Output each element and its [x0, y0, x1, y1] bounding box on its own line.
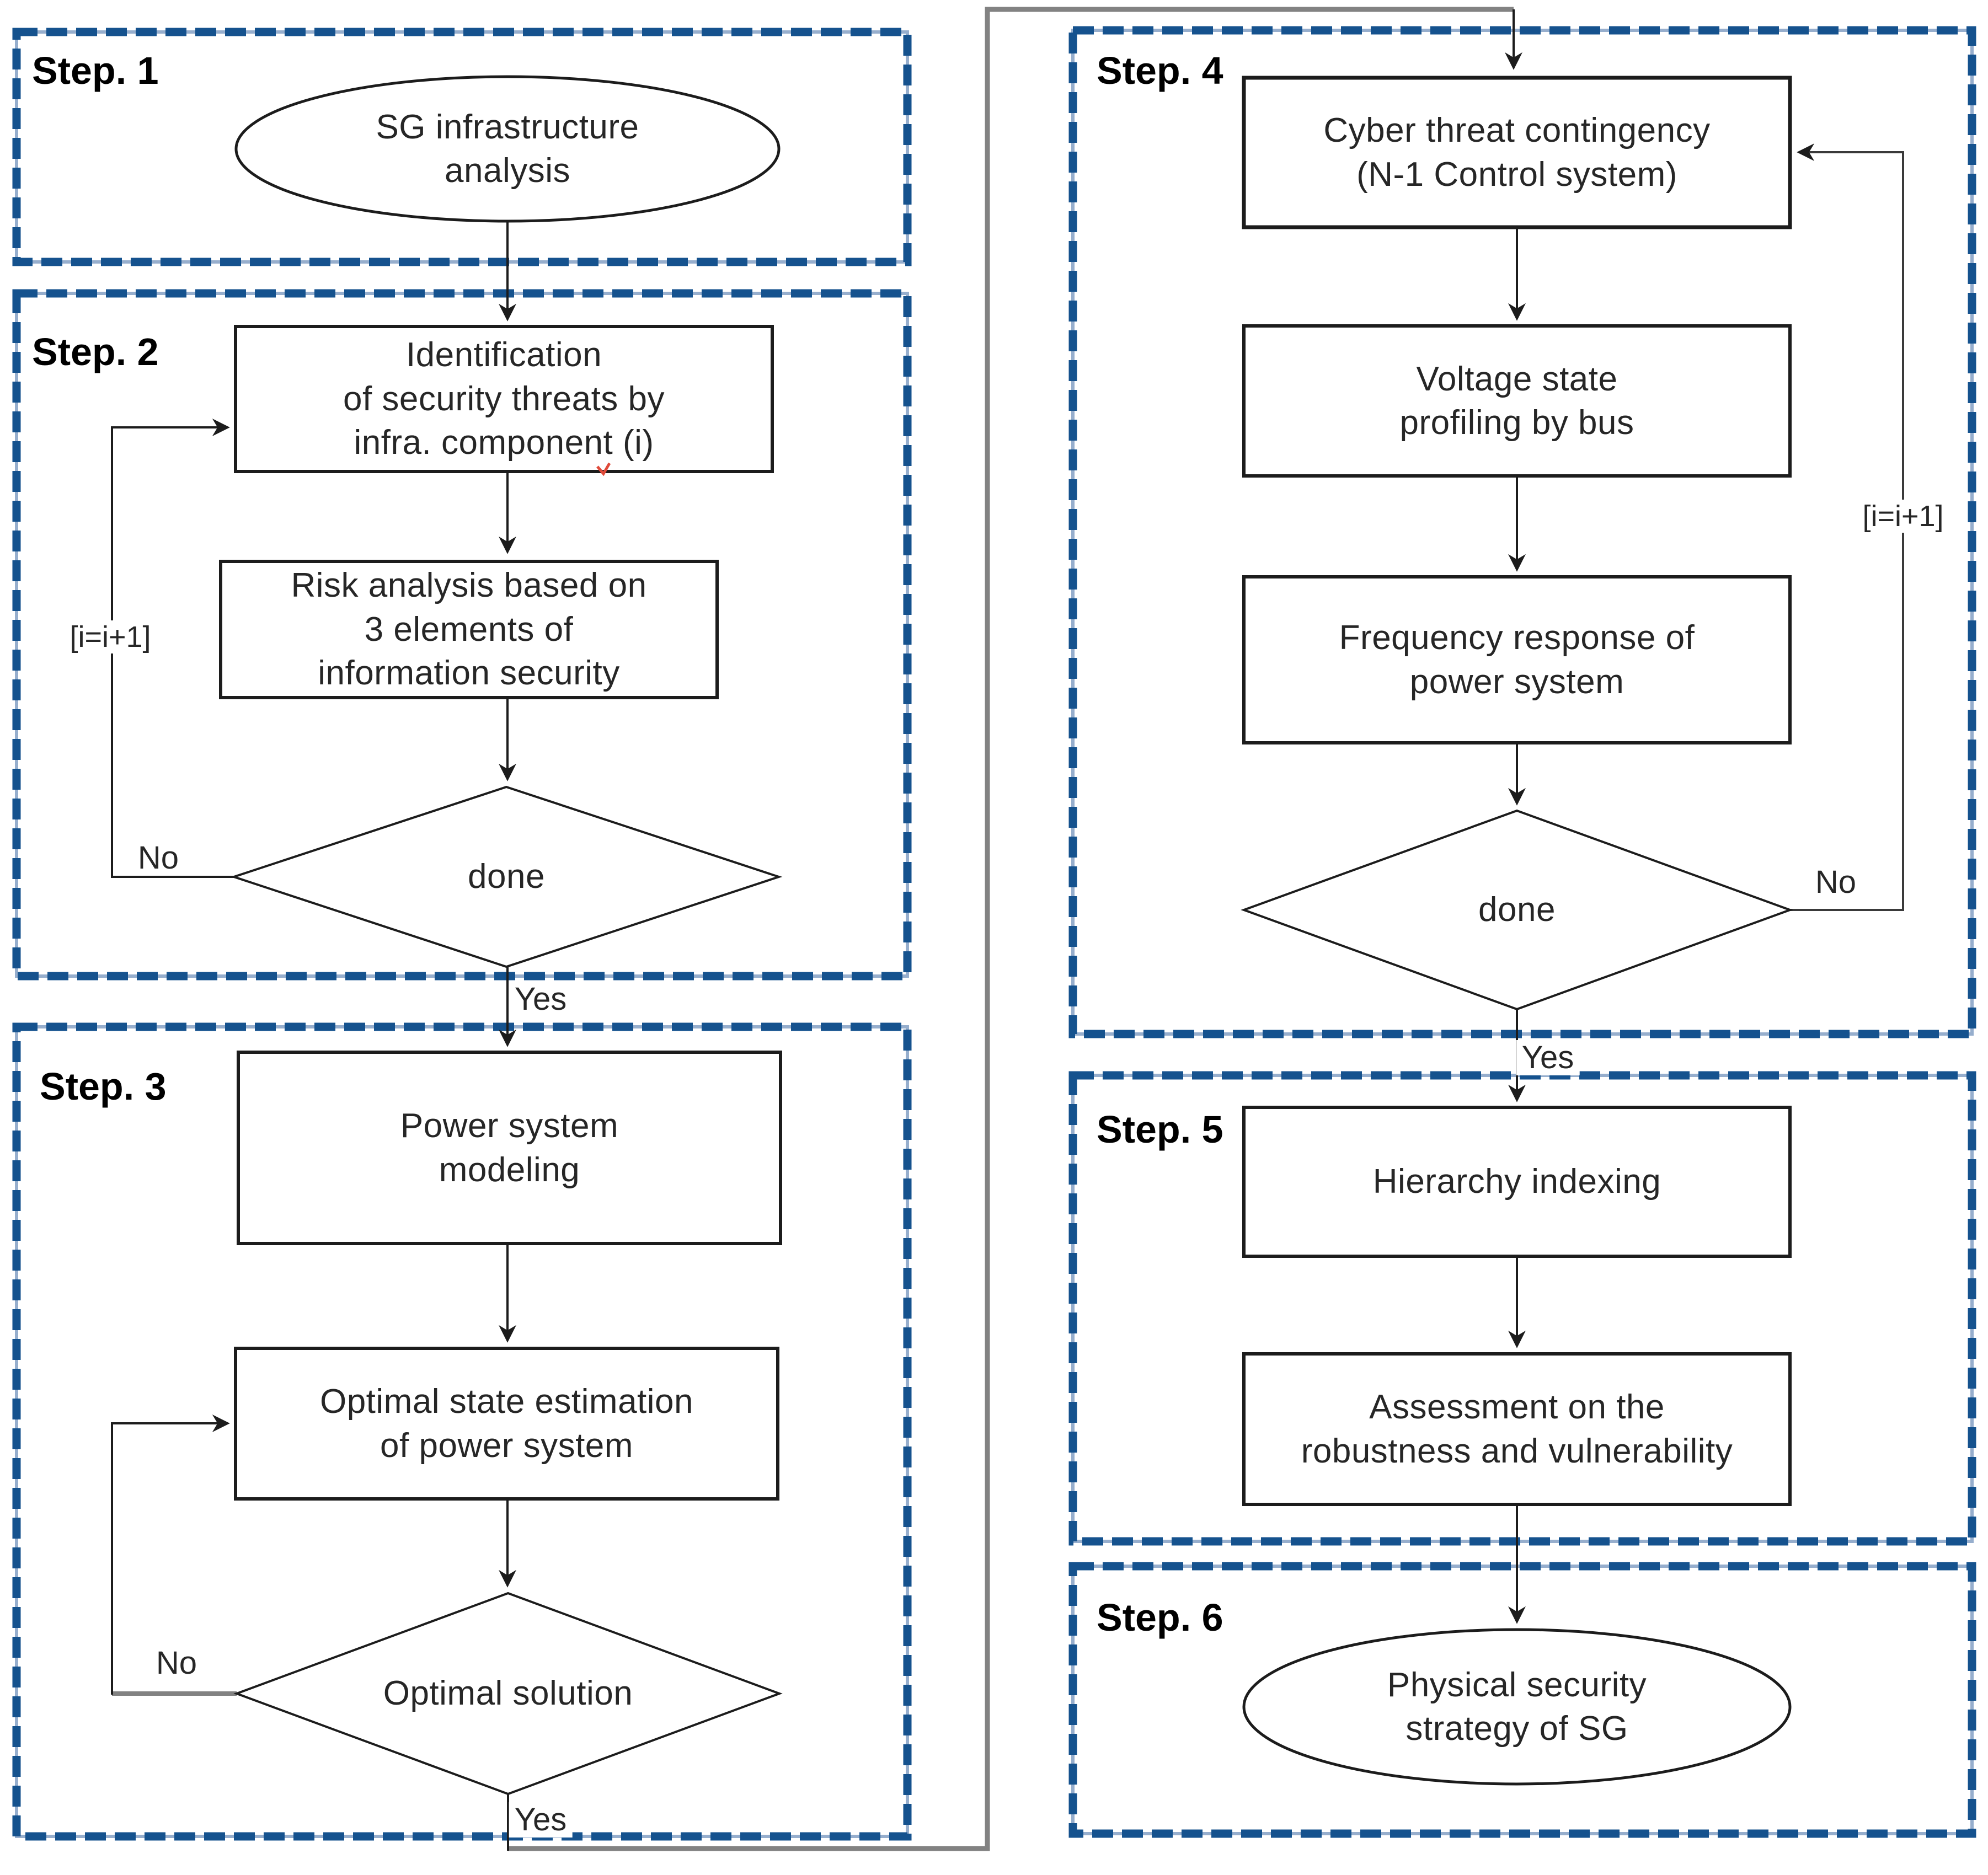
- identification-line2: of security threats by: [343, 379, 665, 418]
- done2-text: done: [1244, 811, 1790, 1009]
- done2-label-text: done: [1478, 891, 1556, 929]
- done1-diamond: [230, 785, 783, 968]
- identification-line3: infra. component (i): [354, 424, 654, 462]
- optimal-solution-diamond: [233, 1592, 783, 1796]
- identification-box: [234, 325, 774, 473]
- physical-security-ellipse: [1242, 1628, 1792, 1786]
- sg-infrastructure-line2: analysis: [445, 152, 570, 190]
- optimal-estimation-text: Optimal state estimation of power system: [236, 1348, 778, 1499]
- step4-no-label: No: [1809, 865, 1862, 900]
- hierarchy-indexing-text: Hierarchy indexing: [1244, 1107, 1790, 1256]
- physical-security-line2: strategy of SG: [1406, 1710, 1628, 1748]
- assessment-text: Assessment on the robustness and vulnera…: [1244, 1354, 1790, 1504]
- optimal-estimation-box: [234, 1347, 779, 1501]
- optimal-estimation-line1: Optimal state estimation: [319, 1383, 694, 1421]
- done1-text: done: [234, 787, 779, 967]
- cyber-threat-line1: Cyber threat contingency: [1323, 111, 1711, 150]
- assessment-box: [1242, 1352, 1792, 1506]
- voltage-profiling-line2: profiling by bus: [1399, 404, 1634, 442]
- assessment-line2: robustness and vulnerability: [1301, 1432, 1733, 1470]
- step6-container: [1068, 1562, 1976, 1838]
- step3-yes-label: Yes: [509, 1802, 573, 1838]
- cyber-threat-text: Cyber threat contingency (N-1 Control sy…: [1244, 78, 1790, 227]
- sg-infrastructure-ellipse: [234, 75, 781, 223]
- done1-label-text: done: [468, 858, 545, 896]
- optimal-solution-label-text: Optimal solution: [383, 1674, 633, 1713]
- edge-optimal-solution-no-loop: [111, 1415, 230, 1695]
- physical-security-text: Physical security strategy of SG: [1244, 1630, 1790, 1784]
- step5-label: Step. 5: [1097, 1108, 1223, 1151]
- power-modeling-box: [237, 1051, 782, 1245]
- step2-iter-label: [i=i+1]: [66, 620, 154, 653]
- assessment-line1: Assessment on the: [1369, 1388, 1665, 1427]
- step1-container: [12, 28, 912, 266]
- step2-container: [12, 289, 912, 981]
- risk-analysis-line3: information security: [318, 654, 620, 693]
- step4-label: Step. 4: [1097, 49, 1223, 92]
- hierarchy-indexing-box: [1242, 1106, 1792, 1258]
- step1-label: Step. 1: [32, 49, 159, 92]
- voltage-profiling-box: [1242, 324, 1792, 478]
- sg-infrastructure-line1: SG infrastructure: [376, 108, 639, 146]
- step4-iter-label: [i=i+1]: [1859, 500, 1947, 533]
- risk-analysis-line2: 3 elements of: [364, 610, 574, 649]
- step3-container: [12, 1022, 912, 1841]
- step3-no-label: No: [150, 1646, 203, 1681]
- step2-yes-label: Yes: [509, 982, 573, 1017]
- cyber-threat-line2: (N-1 Control system): [1356, 155, 1677, 194]
- frequency-response-line1: Frequency response of: [1339, 619, 1695, 657]
- frequency-response-line2: power system: [1409, 662, 1624, 701]
- hierarchy-indexing-line1: Hierarchy indexing: [1372, 1162, 1661, 1201]
- physical-security-line1: Physical security: [1387, 1665, 1647, 1704]
- optimal-solution-text: Optimal solution: [237, 1593, 779, 1794]
- step6-label: Step. 6: [1097, 1596, 1223, 1639]
- power-modeling-text: Power system modeling: [238, 1052, 781, 1244]
- optimal-estimation-line2: of power system: [380, 1426, 633, 1465]
- power-modeling-line2: modeling: [439, 1150, 580, 1189]
- red-artifact-mark: [596, 462, 611, 476]
- frequency-response-box: [1242, 575, 1792, 744]
- step4-container: [1068, 26, 1976, 1038]
- step5-container: [1068, 1071, 1976, 1546]
- step2-no-label: No: [132, 840, 185, 876]
- sg-infrastructure-text: SG infrastructure analysis: [236, 77, 779, 221]
- voltage-profiling-line1: Voltage state: [1416, 360, 1618, 398]
- identification-text: Identification of security threats by in…: [236, 326, 772, 472]
- step3-label: Step. 3: [40, 1065, 167, 1108]
- risk-analysis-text: Risk analysis based on 3 elements of inf…: [221, 561, 717, 698]
- cyber-threat-box: [1242, 76, 1792, 229]
- risk-analysis-line1: Risk analysis based on: [291, 566, 647, 605]
- done2-diamond: [1241, 809, 1793, 1011]
- frequency-response-text: Frequency response of power system: [1244, 577, 1790, 743]
- identification-line1: Identification: [405, 336, 602, 374]
- step2-label: Step. 2: [32, 330, 159, 373]
- connector-step3-to-step4: [508, 7, 1514, 1851]
- step4-yes-label: Yes: [1516, 1040, 1580, 1075]
- power-modeling-line1: Power system: [400, 1107, 619, 1145]
- risk-analysis-box: [219, 560, 719, 699]
- voltage-profiling-text: Voltage state profiling by bus: [1244, 326, 1790, 476]
